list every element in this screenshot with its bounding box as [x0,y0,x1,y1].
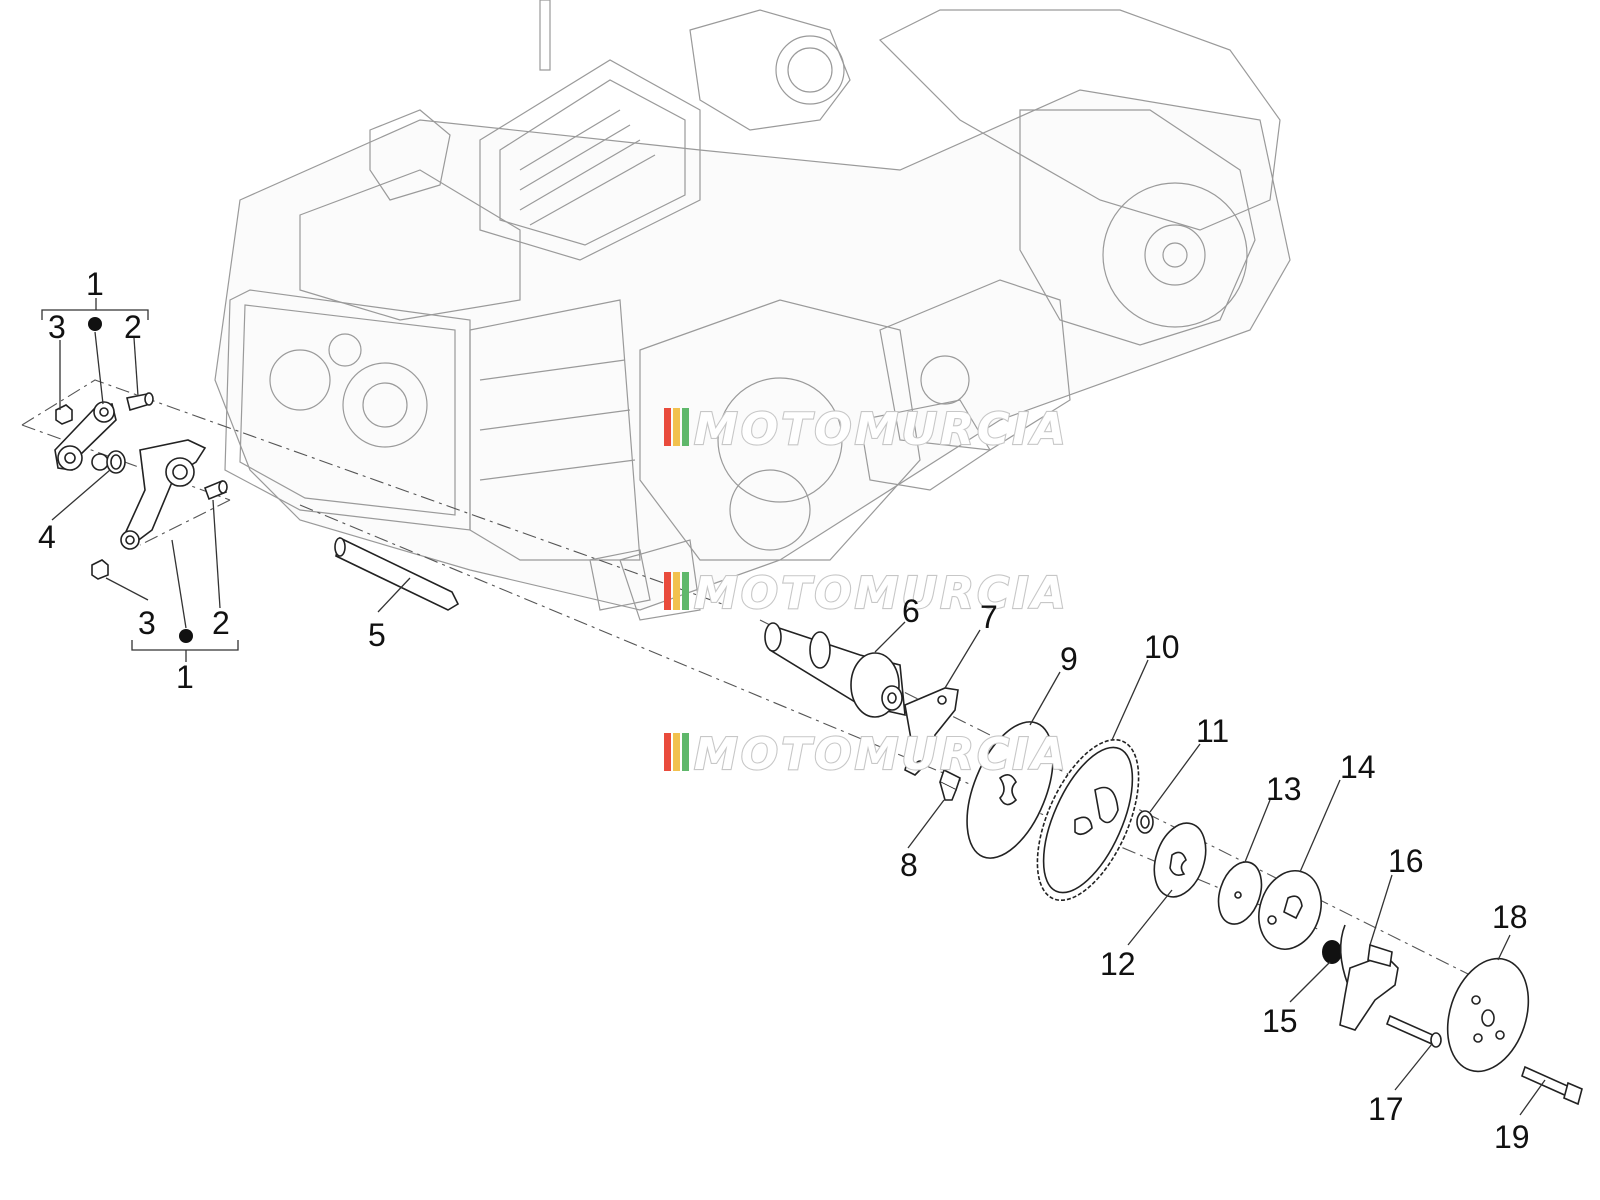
callout-1-top: 1 [86,266,104,302]
callout-19: 19 [1494,1119,1530,1155]
callout-15: 15 [1262,1003,1298,1039]
rocker-shaft [334,536,460,611]
callout-16: 16 [1388,843,1424,879]
adjusting-screw-bottom [203,479,228,501]
nut-top [55,404,73,425]
callout-18: 18 [1492,899,1528,935]
callout-numbers: 1 3 2 4 5 3 2 1 6 7 8 9 10 11 12 13 14 1… [38,266,1530,1155]
ring-item-11 [1136,810,1154,834]
callout-7: 7 [980,599,998,635]
watermark-text-1: MOTOMURCIA [694,404,1069,455]
watermark-2: MOTOMURCIA [664,567,1069,620]
camshaft [764,622,906,718]
callout-4: 4 [38,519,56,555]
callout-3-top: 3 [48,309,66,345]
callout-2-top: 2 [124,309,142,345]
engine-assembly [214,0,1291,621]
rocker-arm-top [54,401,117,471]
watermark-text-3: MOTOMURCIA [694,729,1069,780]
callout-17: 17 [1368,1091,1404,1127]
return-spring [1322,924,1349,986]
callout-14: 14 [1340,749,1376,785]
callout-5: 5 [368,617,386,653]
callout-13: 13 [1266,771,1302,807]
screw-item-17 [1385,1014,1442,1048]
watermark-text-2: MOTOMURCIA [694,568,1069,619]
callout-10: 10 [1144,629,1180,665]
adjusting-screw-top [126,392,154,412]
group-bracket-bottom [105,499,239,662]
camshaft-retaining-plate [904,687,959,776]
watermark-3: MOTOMURCIA [664,728,1069,781]
rocker-arm-bottom [120,439,207,550]
plate-item-9 [966,721,1054,859]
end-cover [1446,957,1530,1073]
disc-item-13 [1217,861,1263,925]
callout-1-bottom: 1 [176,659,194,695]
bolt-item-8 [939,768,961,801]
leader-lines [51,469,1546,1116]
decompressor-lever [1339,943,1399,1031]
callout-9: 9 [1060,641,1078,677]
bullet-dot-top [88,317,102,331]
bolt-item-19 [1521,1065,1583,1106]
callout-3-bottom: 3 [138,605,156,641]
watermark-1: MOTOMURCIA [664,403,1069,456]
callout-11: 11 [1196,713,1229,749]
callout-8: 8 [900,847,918,883]
decompressor-weight [1258,870,1322,950]
callout-2-bottom: 2 [212,605,230,641]
group-bracket-top [41,298,149,410]
callout-12: 12 [1100,946,1136,982]
callout-6: 6 [902,593,920,629]
washer-item-12 [1153,822,1207,898]
washer-item-4 [106,450,126,474]
nut-bottom [91,559,109,580]
bullet-dot-bottom [179,629,193,643]
timing-sprocket [1036,738,1140,902]
